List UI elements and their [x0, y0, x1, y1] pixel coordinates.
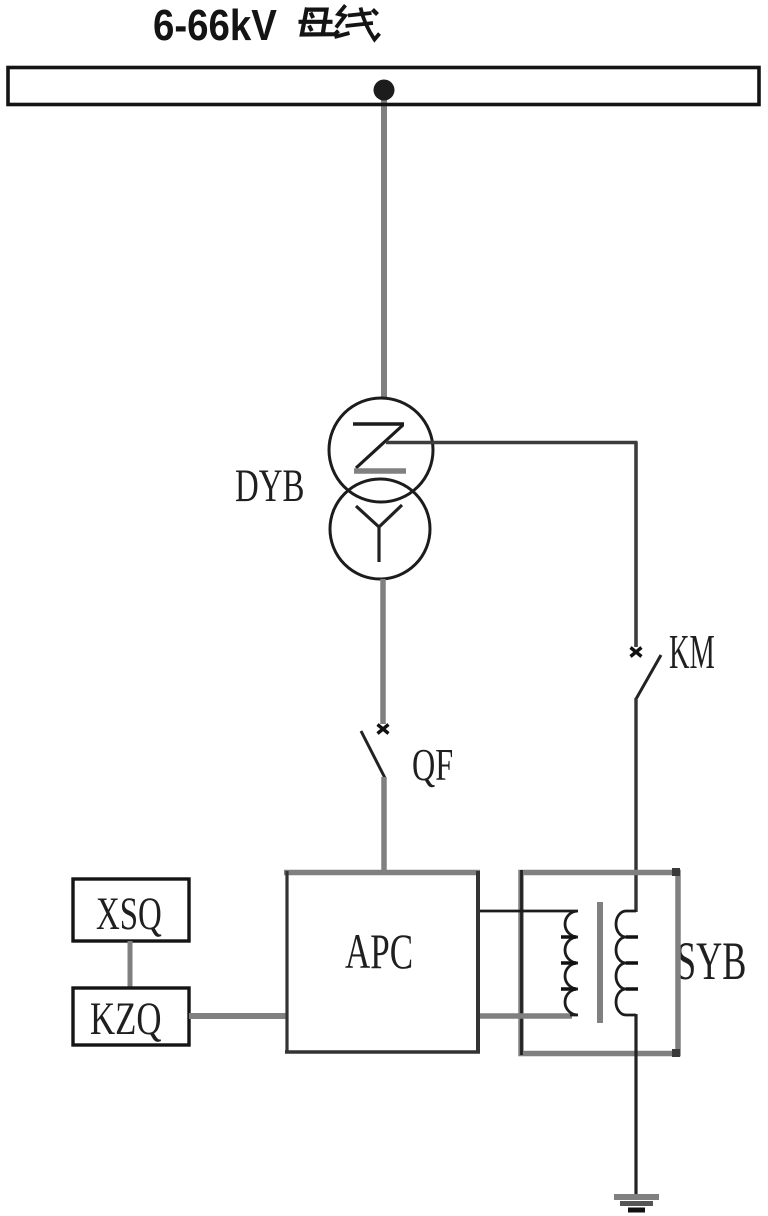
svg-text:DYB: DYB — [235, 459, 304, 511]
svg-text:KM: KM — [669, 624, 715, 679]
svg-text:6-66kV: 6-66kV — [153, 1, 277, 50]
svg-text:APC: APC — [345, 925, 413, 979]
svg-text:SYB: SYB — [676, 931, 746, 991]
svg-text:KZQ: KZQ — [90, 992, 162, 1044]
svg-text:XSQ: XSQ — [96, 887, 162, 939]
svg-text:QF: QF — [412, 739, 453, 790]
